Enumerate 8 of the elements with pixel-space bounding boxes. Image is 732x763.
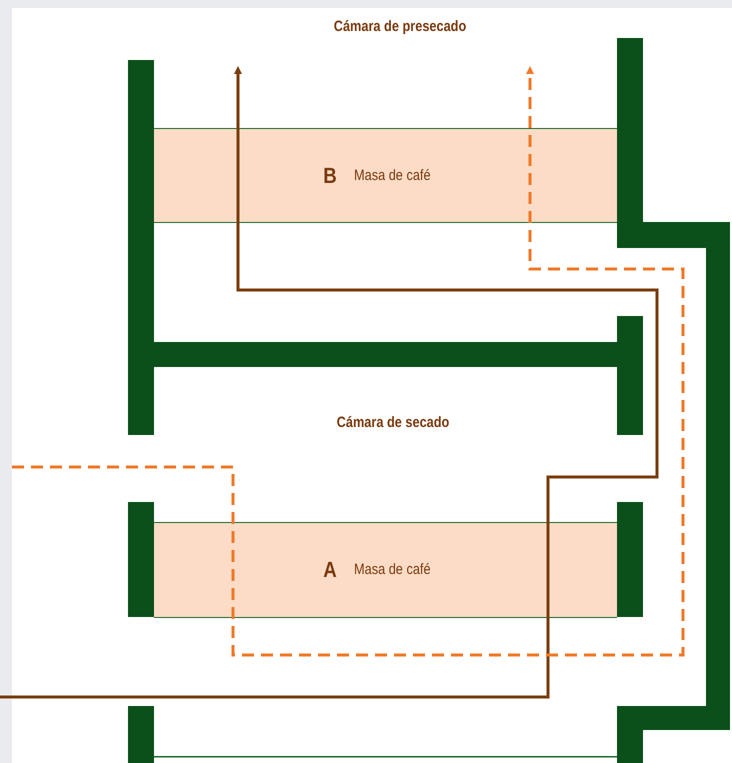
chamber-label: Cámara de secado	[336, 414, 450, 431]
coffee-layer	[154, 128, 617, 223]
layer-label: Masa de café	[354, 166, 431, 184]
layer-letter: A	[323, 557, 337, 583]
coffee-layer	[154, 522, 617, 618]
layer-label: Masa de café	[354, 561, 431, 578]
layer-letter: B	[323, 162, 337, 188]
chamber-label: Cámara de presecado	[334, 18, 466, 35]
